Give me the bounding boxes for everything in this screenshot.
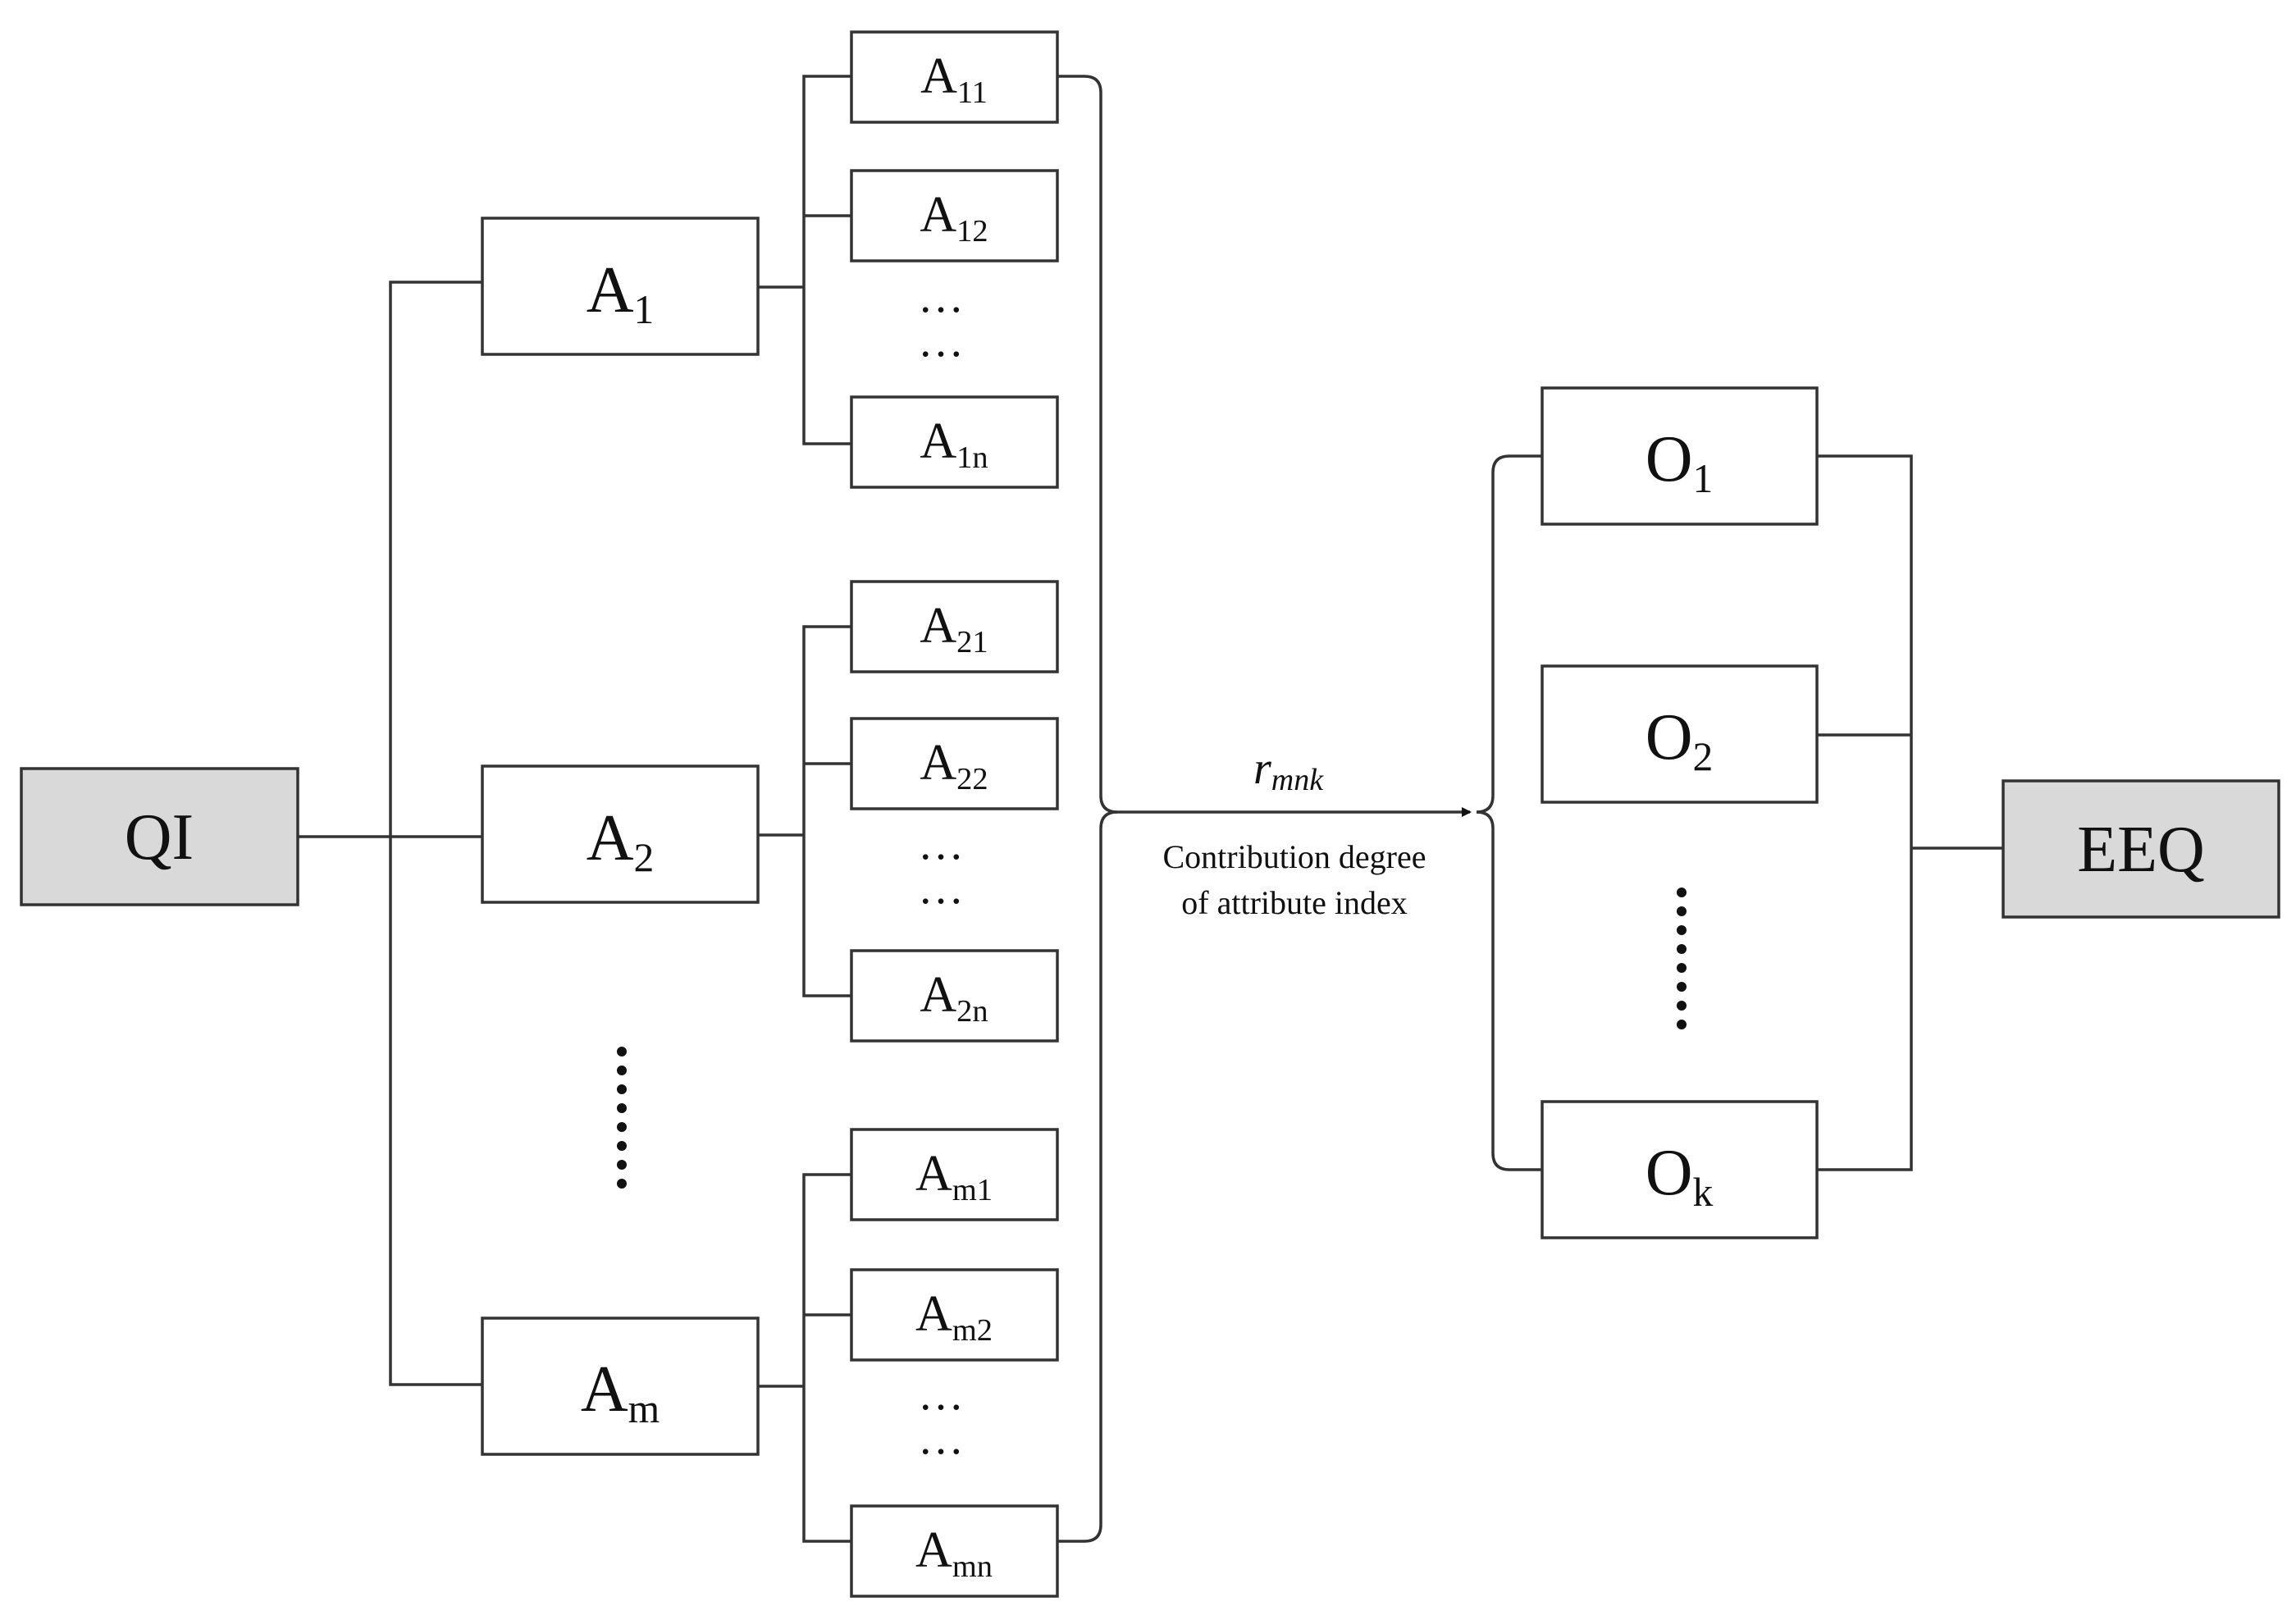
a11-node: A11 <box>850 30 1059 124</box>
eeq-label: EEQ <box>2077 814 2205 886</box>
svg-text:A12: A12 <box>920 187 988 249</box>
am2-node: Am2 <box>850 1268 1059 1362</box>
a1n-sub: 1n <box>956 440 988 475</box>
arrow-symbol-sub: mnk <box>1271 763 1324 797</box>
svg-text:A1: A1 <box>587 254 655 332</box>
a21-node: A21 <box>850 580 1059 673</box>
svg-text:Amn: Amn <box>915 1522 993 1584</box>
svg-text:Am1: Am1 <box>915 1146 993 1207</box>
svg-text:A22: A22 <box>920 735 988 796</box>
a11-base: A <box>920 48 957 104</box>
arrow-caption-line2: of attribute index <box>1181 884 1407 921</box>
a2-sub: 2 <box>633 835 654 880</box>
a2n-sub: 2n <box>956 994 988 1029</box>
a11-sub: 11 <box>957 75 988 110</box>
a12-node: A12 <box>850 169 1059 262</box>
a12-sub: 12 <box>956 214 988 249</box>
am2-sub: m2 <box>952 1313 993 1348</box>
o1-sub: 1 <box>1692 456 1713 501</box>
o1-node: O1 <box>1541 386 1819 526</box>
vertical-ellipsis-outputs <box>1677 888 1687 1029</box>
am1-sub: m1 <box>952 1173 993 1207</box>
amn-base: A <box>915 1522 952 1578</box>
svg-text:Ok: Ok <box>1646 1137 1714 1215</box>
a1-ellipsis-top: … <box>918 272 964 322</box>
a1-sub: 1 <box>633 287 654 332</box>
a1n-node: A1n <box>850 395 1059 489</box>
amn-sub: mn <box>952 1549 993 1584</box>
am-ellipsis-bottom: … <box>918 1413 964 1464</box>
a2-base: A <box>587 802 634 874</box>
a1n-base: A <box>920 413 956 469</box>
a2-node: A2 <box>481 764 760 904</box>
a22-node: A22 <box>850 717 1059 810</box>
o2-sub: 2 <box>1692 734 1713 779</box>
am-base: A <box>581 1353 628 1426</box>
a2-ellipsis-top: … <box>918 819 964 869</box>
vertical-ellipsis-attributes <box>617 1047 627 1189</box>
svg-text:Am2: Am2 <box>915 1286 993 1348</box>
svg-text:A21: A21 <box>920 598 988 659</box>
arrow-symbol-base: r <box>1253 743 1271 794</box>
a21-base: A <box>920 598 956 654</box>
a21-sub: 21 <box>956 625 988 659</box>
a1-ellipsis-bottom: … <box>918 316 964 367</box>
qi-label: QI <box>125 801 194 874</box>
ok-node: Ok <box>1541 1100 1819 1239</box>
a22-sub: 22 <box>956 762 988 796</box>
am-sub: m <box>628 1386 660 1431</box>
am2-base: A <box>915 1286 952 1342</box>
a1-node: A1 <box>481 217 760 356</box>
a12-base: A <box>920 187 956 243</box>
a2n-node: A2n <box>850 949 1059 1043</box>
qi-node: QI <box>20 767 299 906</box>
svg-text:O1: O1 <box>1646 423 1714 501</box>
o2-node: O2 <box>1541 664 1819 804</box>
amn-node: Amn <box>850 1504 1059 1598</box>
svg-text:A1n: A1n <box>920 413 988 475</box>
a22-base: A <box>920 735 956 791</box>
svg-text:O2: O2 <box>1646 701 1714 779</box>
svg-text:A2n: A2n <box>920 967 988 1029</box>
connector-lines <box>298 75 2003 1543</box>
eeq-node: EEQ <box>2002 779 2280 919</box>
ok-sub: k <box>1692 1170 1713 1215</box>
a2-ellipsis-bottom: … <box>918 863 964 914</box>
svg-text:A11: A11 <box>920 48 988 110</box>
am1-node: Am1 <box>850 1128 1059 1221</box>
a1-base: A <box>587 254 634 326</box>
am-ellipsis-top: … <box>918 1369 964 1420</box>
o2-base: O <box>1646 701 1693 773</box>
o1-base: O <box>1646 423 1693 495</box>
svg-text:A2: A2 <box>587 802 655 880</box>
arrow-caption-line1: Contribution degree <box>1162 838 1426 875</box>
arrow-symbol: rmnk <box>1253 743 1324 797</box>
svg-text:Am: Am <box>581 1353 660 1431</box>
am-node: Am <box>481 1317 760 1456</box>
a2n-base: A <box>920 967 956 1023</box>
ok-base: O <box>1646 1137 1693 1209</box>
am1-base: A <box>915 1146 952 1202</box>
